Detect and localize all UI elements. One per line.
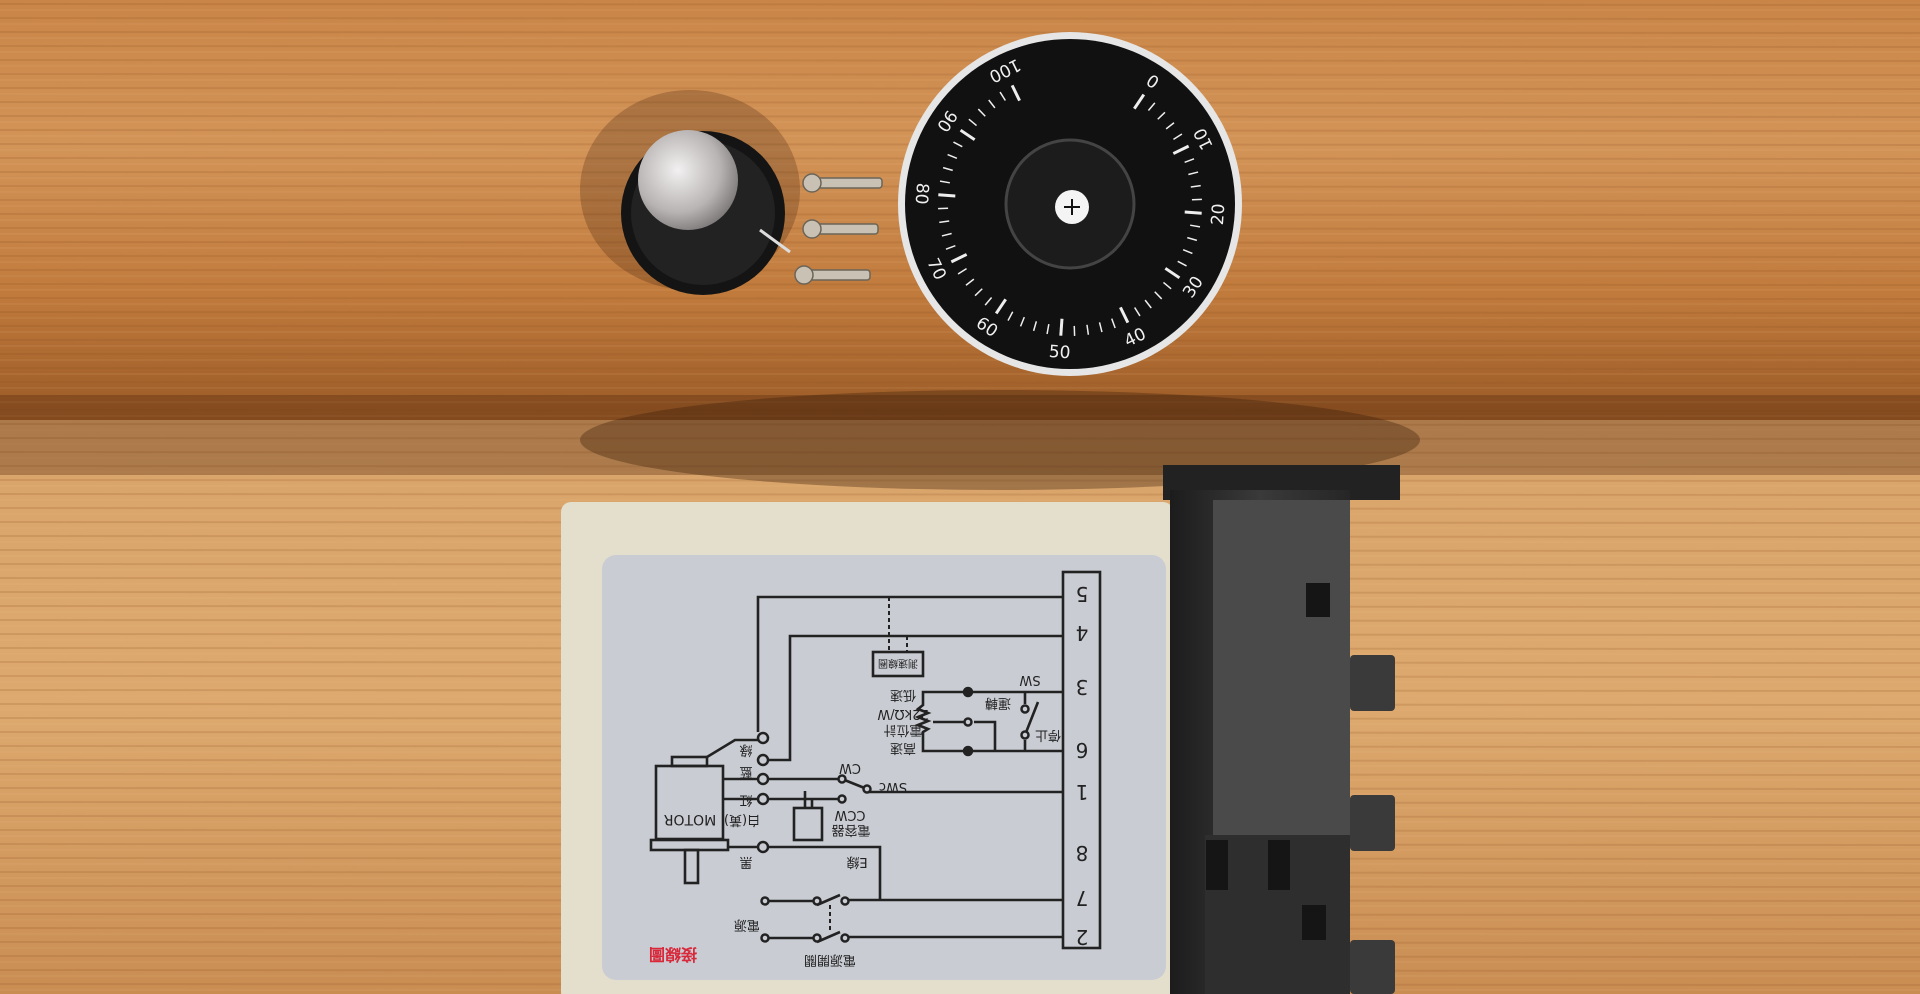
dial-number: 20: [1208, 203, 1229, 226]
dial-tick: [1177, 260, 1187, 267]
dial-number: 50: [1048, 342, 1071, 363]
dial-tick: [1190, 184, 1201, 188]
dial-tick: [1157, 111, 1166, 120]
dial-tick: [953, 141, 963, 148]
dial-tick: [1019, 316, 1025, 327]
terminal-6: 6: [1076, 738, 1089, 762]
dial-tick: [1010, 84, 1021, 102]
dial-tick: [1173, 133, 1183, 140]
dial-tick: [965, 278, 975, 286]
dial-tick: [1184, 210, 1202, 215]
wire-red-label: 紅: [739, 792, 752, 807]
dial-tick: [1187, 236, 1198, 242]
tacho-coil-box: [871, 650, 925, 678]
run-label: 運轉: [985, 695, 1011, 710]
dial-tick: [1119, 306, 1130, 324]
dial-tick: [1165, 122, 1175, 130]
diagram-labels: CW CCW SWc SW 運轉 停止 低速 22kΩ/W 電位計 高速 測速線…: [649, 657, 1061, 967]
potentiometer-pins: [794, 173, 883, 285]
dial-tick: [941, 232, 952, 237]
dial-tick: [1046, 324, 1050, 335]
dial-tick: [957, 268, 967, 275]
motor-label: MOTOR: [664, 811, 717, 827]
dial-tick: [1032, 321, 1038, 332]
e-wire-label: E線: [846, 854, 867, 870]
dial-tick: [1164, 267, 1181, 280]
ccw-label: CCW: [834, 807, 865, 822]
speed-controller-box: 5 4 3 6 1 8 7 2: [561, 502, 1173, 994]
plank-seam-shadow: [0, 395, 1920, 475]
dial-tick: [1162, 281, 1172, 290]
dial-tick: [1007, 311, 1014, 321]
dial-tick: [1184, 158, 1195, 163]
dial-tick: [984, 296, 993, 306]
terminal-3: 3: [1076, 675, 1089, 699]
terminal-5: 5: [1076, 582, 1089, 606]
terminal-4: 4: [1076, 621, 1089, 645]
dial-tick: [999, 91, 1006, 101]
dial-tick: [938, 193, 956, 198]
dial-tick: [1182, 249, 1193, 255]
terminal-dots: [756, 686, 1030, 943]
swc-label: SWc: [879, 779, 907, 794]
dial-tick: [1154, 291, 1163, 300]
dial-tick: [1172, 144, 1190, 155]
tacho-coil-label: 測速線圈: [878, 657, 918, 670]
plus-icon: [1064, 199, 1080, 215]
dial-tick: [1133, 93, 1146, 110]
knob-cap: [638, 130, 738, 230]
dial-tick: [1086, 324, 1090, 335]
resistance-label: 22kΩ/W: [877, 706, 928, 721]
sw-label: SW: [1019, 672, 1040, 687]
cw-label: CW: [839, 760, 861, 775]
dial-tick: [988, 99, 996, 109]
dial-tick: [939, 220, 950, 224]
dial-tick: [939, 180, 950, 184]
relay-socket: [1163, 465, 1400, 994]
dial-number: 80: [911, 182, 932, 205]
dial-tick: [1188, 171, 1199, 176]
potentiometer-label: 電位計: [883, 722, 922, 738]
dial-tick: [947, 153, 958, 159]
wiring-label: [602, 555, 1166, 980]
wire-green-label: 綠: [739, 742, 752, 757]
terminal-numbers: 5 4 3 6 1 8 7 2: [1076, 582, 1089, 949]
dial-tick: [1098, 322, 1103, 333]
capacitor-symbol: [792, 806, 824, 842]
dial-tick: [994, 298, 1007, 315]
dial-tick: [1111, 318, 1116, 329]
wiring-lines: [706, 595, 1063, 944]
dial-tick: [1144, 299, 1152, 309]
power-label: 電源: [734, 917, 760, 932]
dial-tick: [1190, 224, 1201, 228]
dial-tick: [950, 253, 968, 264]
dial-tick: [1147, 102, 1156, 112]
wire-blue-label: 藍: [739, 764, 752, 779]
wiring-diagram-title: 接線圖: [649, 945, 697, 964]
wire-white-label: 白(黃): [724, 812, 760, 828]
dial-tick: [968, 118, 978, 127]
terminal-strip: [1061, 570, 1102, 950]
capacitor-label: 電容器: [831, 822, 870, 838]
terminal-1: 1: [1076, 780, 1089, 804]
power-switch-label: 電源開關: [804, 952, 856, 967]
high-speed-label: 高速: [890, 740, 916, 756]
dial-tick: [974, 288, 983, 297]
dial-tick: [959, 128, 976, 141]
dial-tick: [945, 245, 956, 250]
terminal-8: 8: [1076, 841, 1089, 865]
stop-label: 停止: [1035, 727, 1061, 743]
potentiometer-knob: [621, 130, 883, 295]
terminal-7: 7: [1076, 886, 1089, 910]
dial-tick: [942, 166, 953, 172]
dial-tick: [1059, 318, 1064, 336]
dial-tick: [977, 108, 986, 117]
dial-tick: [1134, 307, 1141, 317]
motor-symbol: MOTOR: [649, 755, 730, 885]
low-speed-label: 低速: [890, 687, 916, 702]
terminal-2: 2: [1076, 925, 1089, 949]
wire-black-label: 黑: [739, 854, 752, 869]
